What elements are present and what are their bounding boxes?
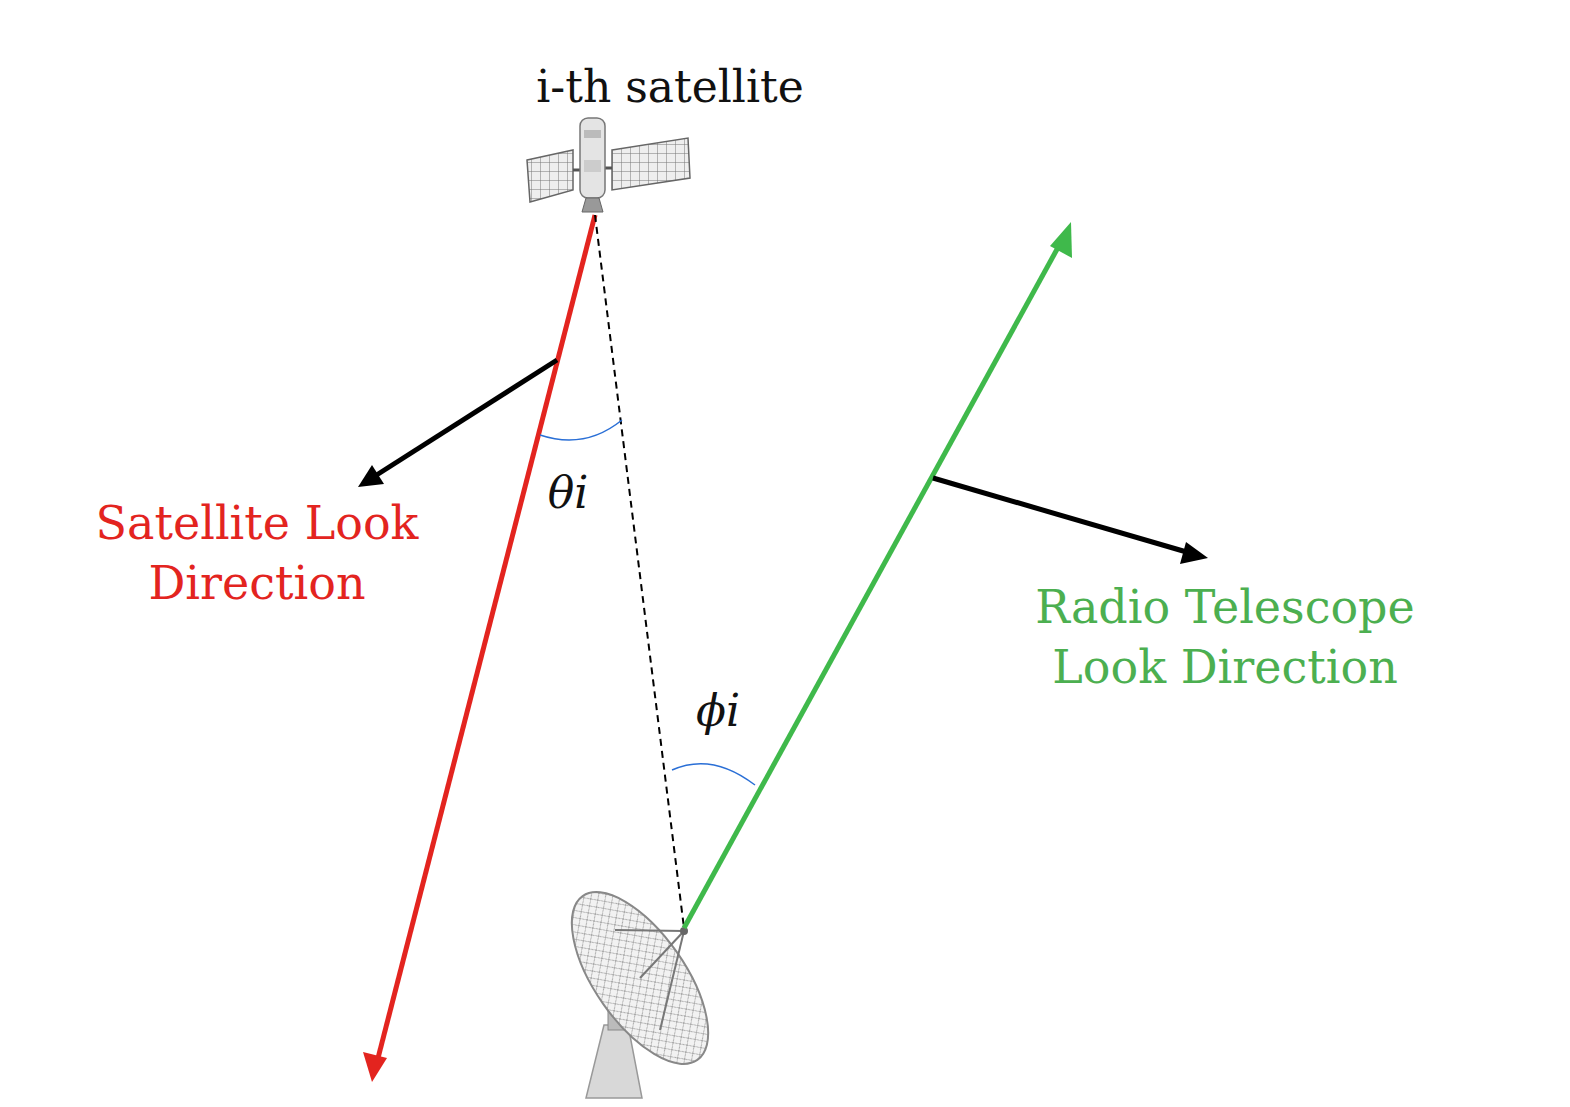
satellite-icon — [527, 118, 690, 212]
line-of-sight — [595, 215, 684, 928]
radio-telescope-icon — [546, 870, 734, 1098]
look-direction-label: Satellite Look Direction — [22, 494, 492, 614]
callout-arrow — [933, 478, 1208, 564]
satellite-label: i-th satellite — [460, 58, 880, 115]
look-direction-label: Radio Telescope Look Direction — [980, 578, 1470, 698]
phi-arc — [672, 764, 755, 785]
theta-arc — [540, 420, 622, 440]
angle-label: ϕi — [683, 682, 753, 739]
telescope-look-arrow — [684, 222, 1072, 928]
callout-arrow — [358, 360, 557, 487]
angle-label: θi — [533, 464, 603, 521]
satellite-look-arrow — [363, 215, 595, 1082]
